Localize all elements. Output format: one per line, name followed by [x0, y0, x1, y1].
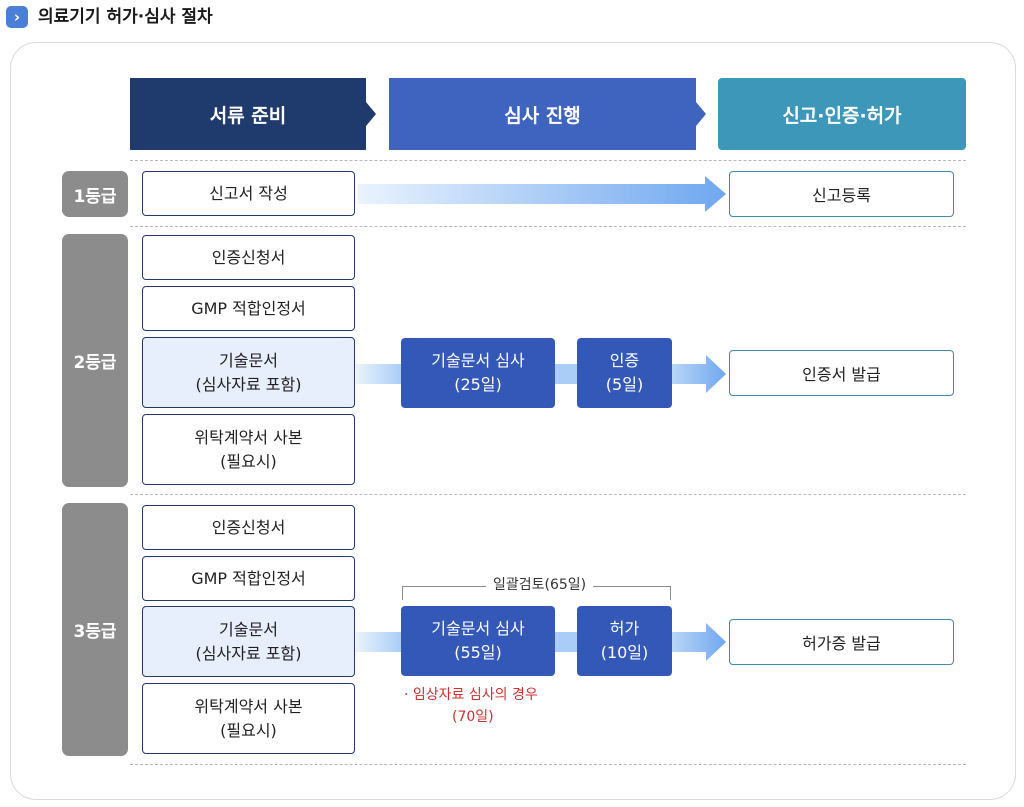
bulk-review-label: 일괄검토(65일): [486, 574, 594, 596]
class1-arrow: [358, 176, 726, 212]
step-name: 기술문서 심사: [431, 619, 525, 638]
step-name: 허가: [609, 619, 640, 638]
class2-arrow-doc: [356, 364, 402, 384]
class3-arrow-mid: [555, 632, 577, 652]
doc-line: 기술문서 (심사자료 포함): [195, 350, 302, 394]
divider: [130, 226, 966, 227]
clinical-data-note: · 임상자료 심사의 경우 (70일): [404, 684, 564, 728]
divider: [130, 764, 966, 765]
note-duration: (70일): [452, 709, 494, 725]
step-technical-review-class2: 기술문서 심사 (25일): [401, 338, 555, 408]
step-technical-review-class3: 기술문서 심사 (55일): [401, 606, 555, 676]
doc-report-form: 신고서 작성: [142, 171, 355, 216]
doc-cert-application: 인증신청서: [142, 505, 355, 550]
result-certificate-issued: 인증서 발급: [729, 350, 954, 396]
step-duration: (10일): [600, 643, 649, 662]
doc-consignment-contract: 위탁계약서 사본 (필요시): [142, 683, 355, 754]
header-review: 심사 진행: [389, 78, 696, 150]
class3-arrow-doc: [356, 632, 402, 652]
grade-label-class1: 1등급: [62, 171, 128, 217]
doc-gmp-certificate: GMP 적합인정서: [142, 286, 355, 331]
doc-gmp-certificate: GMP 적합인정서: [142, 556, 355, 601]
header-review-notch: [696, 102, 706, 126]
header-prepare-notch: [366, 102, 376, 126]
note-line: · 임상자료 심사의 경우: [404, 687, 538, 703]
divider: [130, 494, 966, 495]
chevron-right-icon: ›: [6, 6, 28, 28]
header-approval: 신고·인증·허가: [718, 78, 966, 150]
doc-technical-document: 기술문서 (심사자료 포함): [142, 337, 355, 408]
class2-arrow-end: [672, 355, 726, 393]
doc-line: 위탁계약서 사본 (필요시): [194, 696, 303, 740]
doc-consignment-contract: 위탁계약서 사본 (필요시): [142, 414, 355, 485]
divider: [130, 160, 966, 161]
class3-arrow-end: [672, 623, 726, 661]
step-certification: 인증 (5일): [577, 338, 672, 408]
step-duration: (55일): [454, 643, 502, 662]
step-duration: (5일): [605, 375, 644, 394]
grade-label-class2: 2등급: [62, 234, 128, 487]
class2-arrow-mid: [555, 364, 577, 384]
doc-cert-application: 인증신청서: [142, 235, 355, 280]
result-registration: 신고등록: [729, 171, 954, 217]
step-name: 기술문서 심사: [431, 351, 525, 370]
result-license-issued: 허가증 발급: [729, 619, 954, 665]
step-approval: 허가 (10일): [577, 606, 672, 676]
step-name: 인증: [609, 351, 640, 370]
page-title: 의료기기 허가·심사 절차: [38, 7, 213, 27]
grade-label-class3: 3등급: [62, 503, 128, 756]
doc-line: 기술문서 (심사자료 포함): [195, 619, 302, 663]
doc-technical-document: 기술문서 (심사자료 포함): [142, 606, 355, 677]
header-prepare: 서류 준비: [130, 78, 366, 150]
doc-line: 위탁계약서 사본 (필요시): [194, 427, 303, 471]
step-duration: (25일): [454, 375, 502, 394]
